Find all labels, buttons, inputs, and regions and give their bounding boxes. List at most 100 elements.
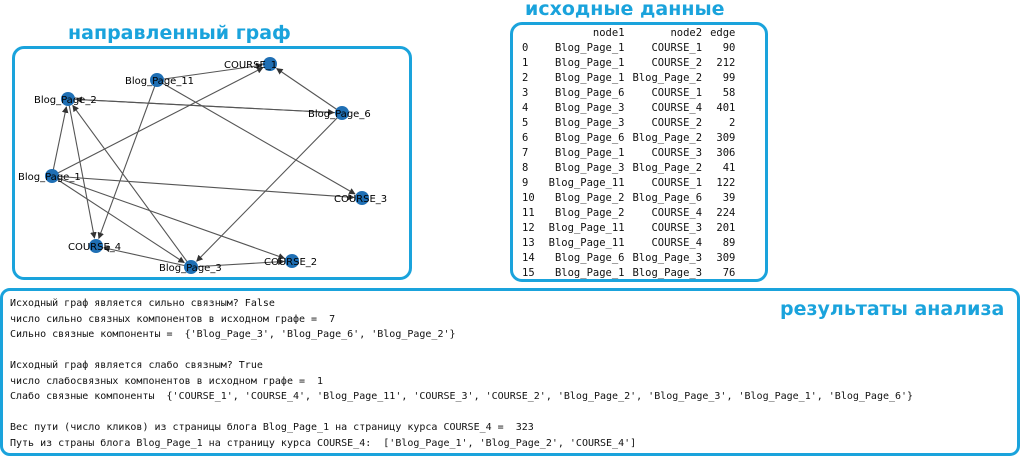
row-index: 13 bbox=[522, 237, 535, 249]
graph-edge bbox=[190, 258, 285, 268]
table-cell: Blog_Page_6 bbox=[554, 132, 625, 144]
graph-edge bbox=[97, 79, 158, 240]
table-cell: 212 bbox=[716, 57, 736, 69]
table-header-row: node1 node2 edge bbox=[518, 26, 739, 41]
row-index: 11 bbox=[522, 207, 535, 219]
table-cell: COURSE_1 bbox=[651, 177, 703, 189]
table-cell: Blog_Page_1 bbox=[554, 72, 625, 84]
data-panel bbox=[510, 22, 768, 282]
table-cell: COURSE_3 bbox=[651, 222, 703, 234]
table-cell: Blog_Page_2 bbox=[554, 207, 625, 219]
table-cell: 2 bbox=[729, 117, 736, 129]
graph-node bbox=[285, 254, 299, 268]
table-column-header bbox=[518, 26, 545, 41]
table-cell: COURSE_1 bbox=[651, 87, 703, 99]
table-cell: Blog_Page_6 bbox=[554, 252, 625, 264]
graph-node-label: Blog_Page_1 bbox=[18, 172, 81, 183]
table-cell: Blog_Page_3 bbox=[554, 162, 625, 174]
graph-edge bbox=[51, 175, 355, 201]
graph-edge bbox=[51, 106, 69, 177]
row-index: 6 bbox=[522, 132, 529, 144]
output-line: Вес пути (число кликов) из страницы блог… bbox=[10, 422, 534, 433]
table-cell: Blog_Page_1 bbox=[554, 57, 625, 69]
output-line: Слабо связные компоненты {'COURSE_1', 'C… bbox=[10, 391, 914, 402]
table-cell: Blog_Page_6 bbox=[632, 192, 703, 204]
table-cell: Blog_Page_3 bbox=[632, 252, 703, 264]
graph-node bbox=[355, 191, 369, 205]
table-cell: COURSE_3 bbox=[651, 147, 703, 159]
row-index: 5 bbox=[522, 117, 529, 129]
table-cell: Blog_Page_6 bbox=[554, 87, 625, 99]
graph-node bbox=[150, 73, 164, 87]
table-cell: Blog_Page_2 bbox=[554, 192, 625, 204]
graph-node bbox=[263, 57, 277, 71]
graph-edge bbox=[156, 62, 263, 81]
graph-node bbox=[335, 106, 349, 120]
table-column-header: edge bbox=[710, 27, 736, 39]
table-cell: 90 bbox=[722, 42, 736, 54]
graph-node-label: Blog_Page_2 bbox=[34, 95, 97, 106]
row-index: 8 bbox=[522, 162, 529, 174]
table-cell: Blog_Page_3 bbox=[632, 267, 703, 279]
row-index: 12 bbox=[522, 222, 535, 234]
table-cell: 309 bbox=[716, 132, 736, 144]
table-cell: 306 bbox=[716, 147, 736, 159]
results-heading: результаты анализа bbox=[780, 298, 1005, 320]
table-column-header: node2 bbox=[670, 27, 703, 39]
table-cell: 224 bbox=[716, 207, 736, 219]
output-line bbox=[10, 405, 913, 421]
graph-edge bbox=[156, 79, 356, 195]
results-panel bbox=[0, 288, 1020, 456]
output-line: число сильно связных компонентов в исход… bbox=[10, 313, 336, 325]
table-cell: Blog_Page_2 bbox=[632, 132, 703, 144]
row-index: 14 bbox=[522, 252, 535, 264]
row-index: 9 bbox=[522, 177, 529, 189]
row-index: 10 bbox=[522, 192, 535, 204]
graph-edge bbox=[51, 67, 264, 177]
table-cell: 41 bbox=[722, 162, 736, 174]
graph-node bbox=[89, 239, 103, 253]
row-index: 3 bbox=[522, 87, 529, 99]
table-cell: 58 bbox=[722, 87, 736, 99]
graph-edge bbox=[72, 104, 192, 268]
table-cell: Blog_Page_11 bbox=[548, 177, 625, 189]
table-cell: COURSE_2 bbox=[651, 57, 703, 69]
graph-node-label: COURSE_3 bbox=[334, 194, 387, 205]
table-cell: COURSE_2 bbox=[651, 117, 703, 129]
graph-node-label: COURSE_1 bbox=[224, 60, 277, 71]
row-index: 1 bbox=[522, 57, 529, 69]
table-row: 6 Blog_Page_6 Blog_Page_2 309 bbox=[518, 131, 739, 146]
table-row: 8 Blog_Page_3 Blog_Page_2 41 bbox=[518, 161, 739, 176]
table-cell: 39 bbox=[722, 192, 736, 204]
table-cell: 89 bbox=[722, 237, 736, 249]
graph-node bbox=[45, 169, 59, 183]
graph-heading: направленный граф bbox=[68, 22, 291, 44]
table-cell: Blog_Page_11 bbox=[548, 237, 625, 249]
table-cell: Blog_Page_2 bbox=[632, 162, 703, 174]
graph-node-label: COURSE_4 bbox=[68, 242, 121, 253]
graph-node-label: COURSE_2 bbox=[264, 257, 317, 268]
graph-edge bbox=[67, 98, 97, 239]
row-index: 7 bbox=[522, 147, 529, 159]
output-line bbox=[10, 343, 913, 359]
graph-edge bbox=[196, 112, 343, 262]
graph-node-label: Blog_Page_3 bbox=[159, 263, 222, 274]
graph-node-label: Blog_Page_11 bbox=[125, 76, 194, 87]
output-line: Путь из страны блога Blog_Page_1 на стра… bbox=[10, 437, 637, 449]
table-cell: 401 bbox=[716, 102, 736, 114]
table-column-header: node1 bbox=[592, 27, 625, 39]
table-cell: Blog_Page_3 bbox=[554, 102, 625, 114]
graph-node-label: Blog_Page_6 bbox=[308, 109, 371, 120]
table-cell: Blog_Page_1 bbox=[554, 42, 625, 54]
graph-node bbox=[184, 260, 198, 274]
table-cell: 76 bbox=[722, 267, 736, 279]
analysis-output: Исходный граф является сильно связным? F… bbox=[10, 296, 913, 451]
